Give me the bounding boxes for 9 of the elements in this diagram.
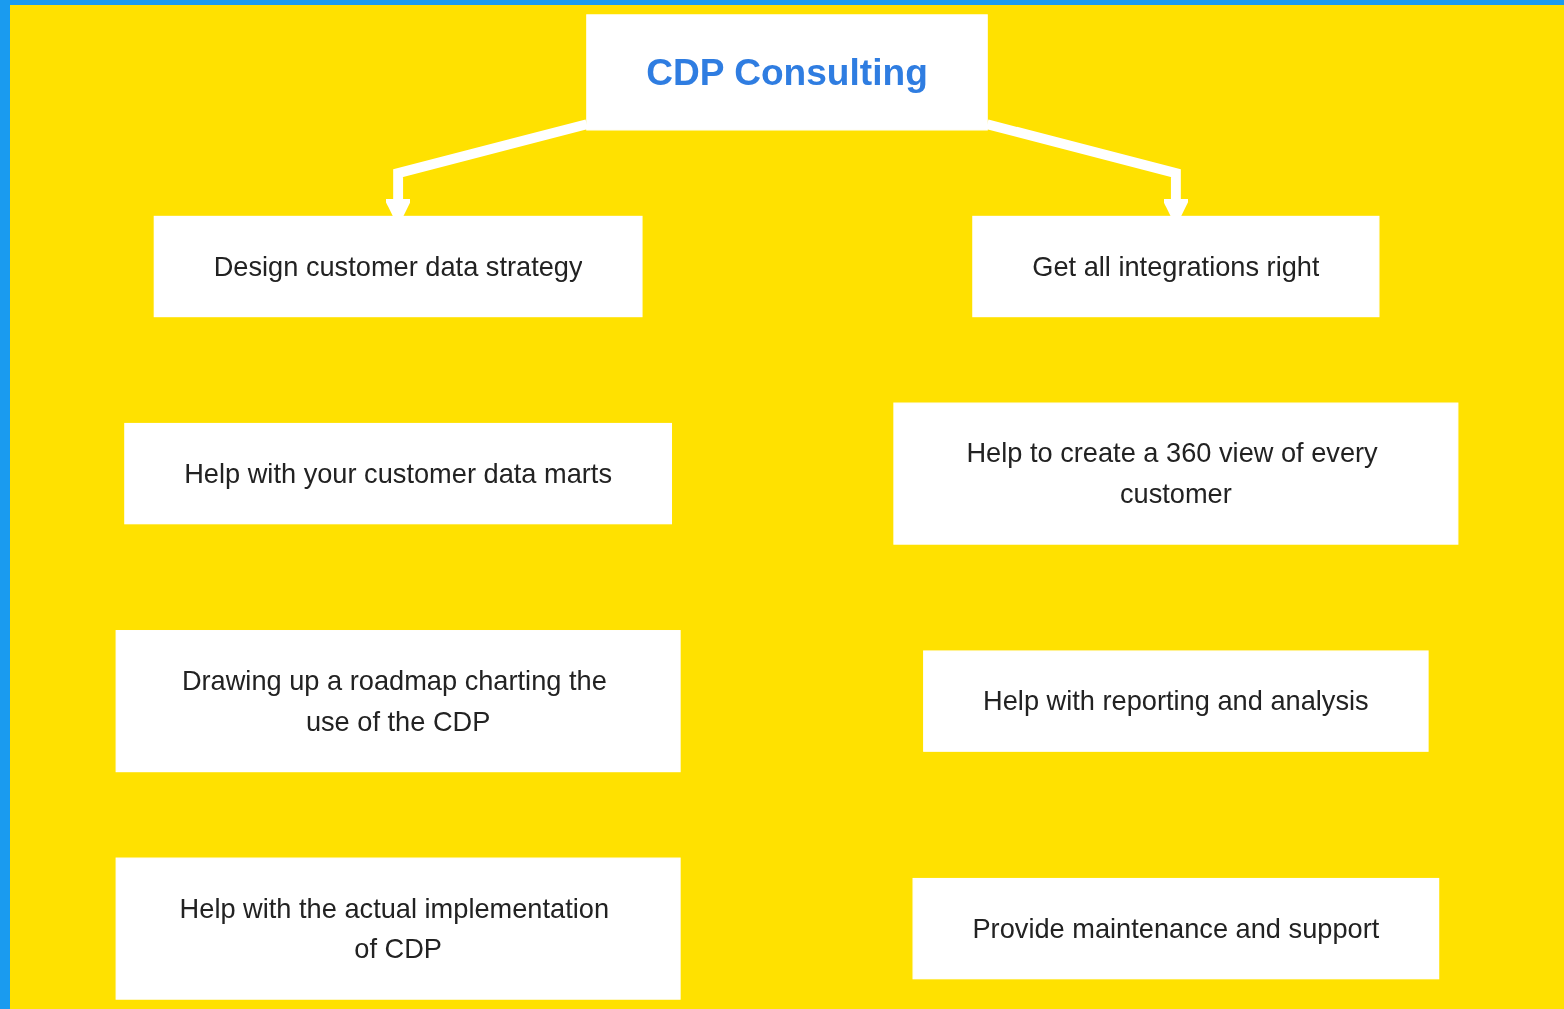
node-box: CDP Consulting bbox=[586, 14, 988, 131]
node-box: Help to create a 360 view of every customer bbox=[893, 402, 1459, 545]
node-box: Help with the actual implementation of CDP bbox=[115, 857, 681, 1000]
node-box: Provide maintenance and support bbox=[912, 877, 1440, 980]
node-box: Drawing up a roadmap charting the use of the CDP bbox=[115, 630, 681, 773]
node-box: Get all integrations right bbox=[972, 215, 1380, 318]
node-box: Help with your customer data marts bbox=[124, 422, 672, 525]
node-box: Design customer data strategy bbox=[153, 215, 643, 318]
node-box: Help with reporting and analysis bbox=[923, 650, 1429, 752]
